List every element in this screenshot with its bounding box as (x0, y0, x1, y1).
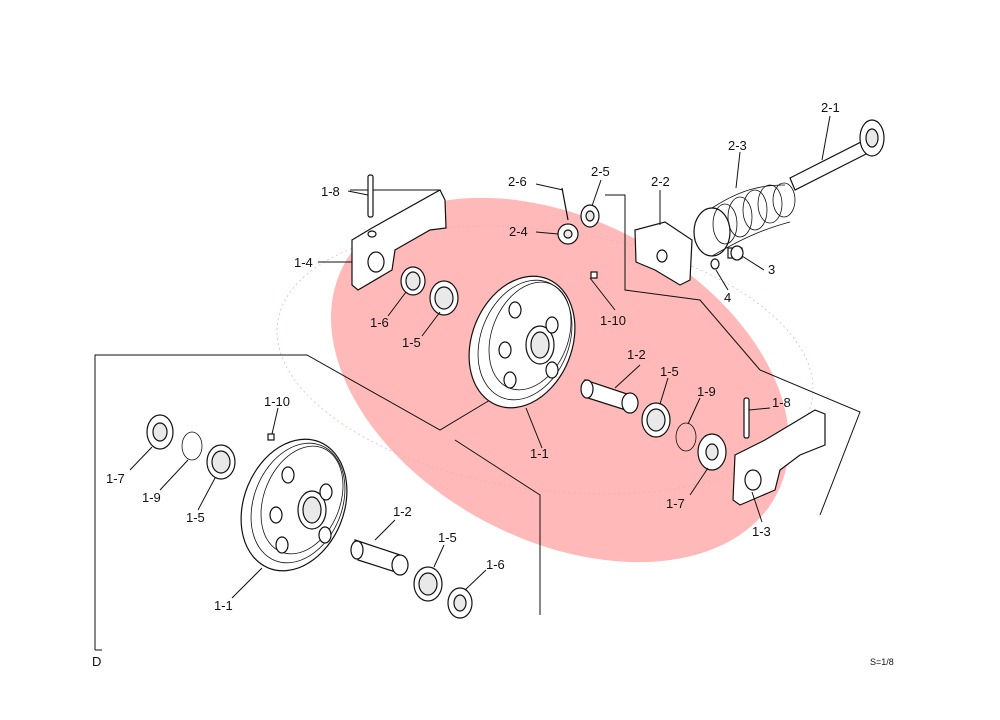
callout-1-6-top: 1-6 (370, 315, 389, 330)
bracket-1-3 (732, 409, 826, 506)
rod-2-1 (789, 119, 885, 191)
leader-lines (129, 115, 831, 599)
washer-1-7-bot (146, 414, 174, 450)
seal-1-6-top (400, 266, 426, 296)
pin-1-8-right (743, 397, 750, 439)
callout-4: 4 (724, 290, 731, 305)
callout-2-4: 2-4 (509, 224, 528, 239)
snap-ring-1-9-mid (675, 422, 697, 452)
bearing-1-5-top (429, 280, 459, 316)
bearing-1-5-bot (206, 444, 236, 480)
pin-1-8-top (367, 174, 374, 218)
callout-1-2-top: 1-2 (627, 347, 646, 362)
callout-1-1-top: 1-1 (530, 446, 549, 461)
shaft-1-2-top (580, 379, 639, 414)
washer-2-5 (580, 204, 600, 228)
bearing-1-5-bot2 (413, 566, 443, 602)
washer-4 (710, 258, 720, 270)
snap-ring-1-9-bot (181, 431, 203, 461)
callout-1-10-bot: 1-10 (264, 394, 290, 409)
cotter-pin-2-6 (561, 187, 569, 221)
nut-2-4 (557, 223, 579, 245)
callout-1-5-bot2: 1-5 (438, 530, 457, 545)
callout-1-9-mid: 1-9 (697, 384, 716, 399)
callout-1-10-top: 1-10 (600, 313, 626, 328)
callout-2-5: 2-5 (591, 164, 610, 179)
detail-frame (94, 189, 861, 651)
bracket-1-4 (351, 189, 447, 291)
scale-note: S=1/8 (870, 657, 894, 667)
corner-label-d: D (92, 654, 101, 669)
spring-2-3 (693, 182, 796, 257)
callout-1-9-bot: 1-9 (142, 490, 161, 505)
callout-1-4: 1-4 (294, 255, 313, 270)
callout-2-3: 2-3 (728, 138, 747, 153)
callout-2-6: 2-6 (508, 174, 527, 189)
callout-1-2-bot: 1-2 (393, 504, 412, 519)
callout-1-8-top: 1-8 (321, 184, 340, 199)
callout-2-1: 2-1 (821, 100, 840, 115)
callout-1-1-bot: 1-1 (214, 598, 233, 613)
seal-1-6-bot (447, 587, 473, 619)
washer-1-7-mid (697, 433, 727, 471)
idler-wheel-top (468, 275, 576, 409)
bolt-3 (727, 245, 744, 261)
plug-1-10-top (590, 271, 598, 279)
callout-1-5-top: 1-5 (402, 335, 421, 350)
callout-1-7-bot: 1-7 (106, 471, 125, 486)
bearing-1-5-mid (641, 402, 671, 438)
callout-1-6-bot: 1-6 (486, 557, 505, 572)
shaft-1-2-bot (350, 539, 409, 576)
callout-3: 3 (768, 262, 775, 277)
callout-2-2: 2-2 (651, 174, 670, 189)
plate-2-2 (634, 221, 693, 286)
idler-wheel-bot (240, 438, 348, 572)
callout-1-3: 1-3 (752, 524, 771, 539)
callout-1-8-right: 1-8 (772, 395, 791, 410)
callout-1-5-mid: 1-5 (660, 364, 679, 379)
plug-1-10-bot (267, 433, 275, 441)
callout-1-5-bot: 1-5 (186, 510, 205, 525)
callout-1-7-mid: 1-7 (666, 496, 685, 511)
